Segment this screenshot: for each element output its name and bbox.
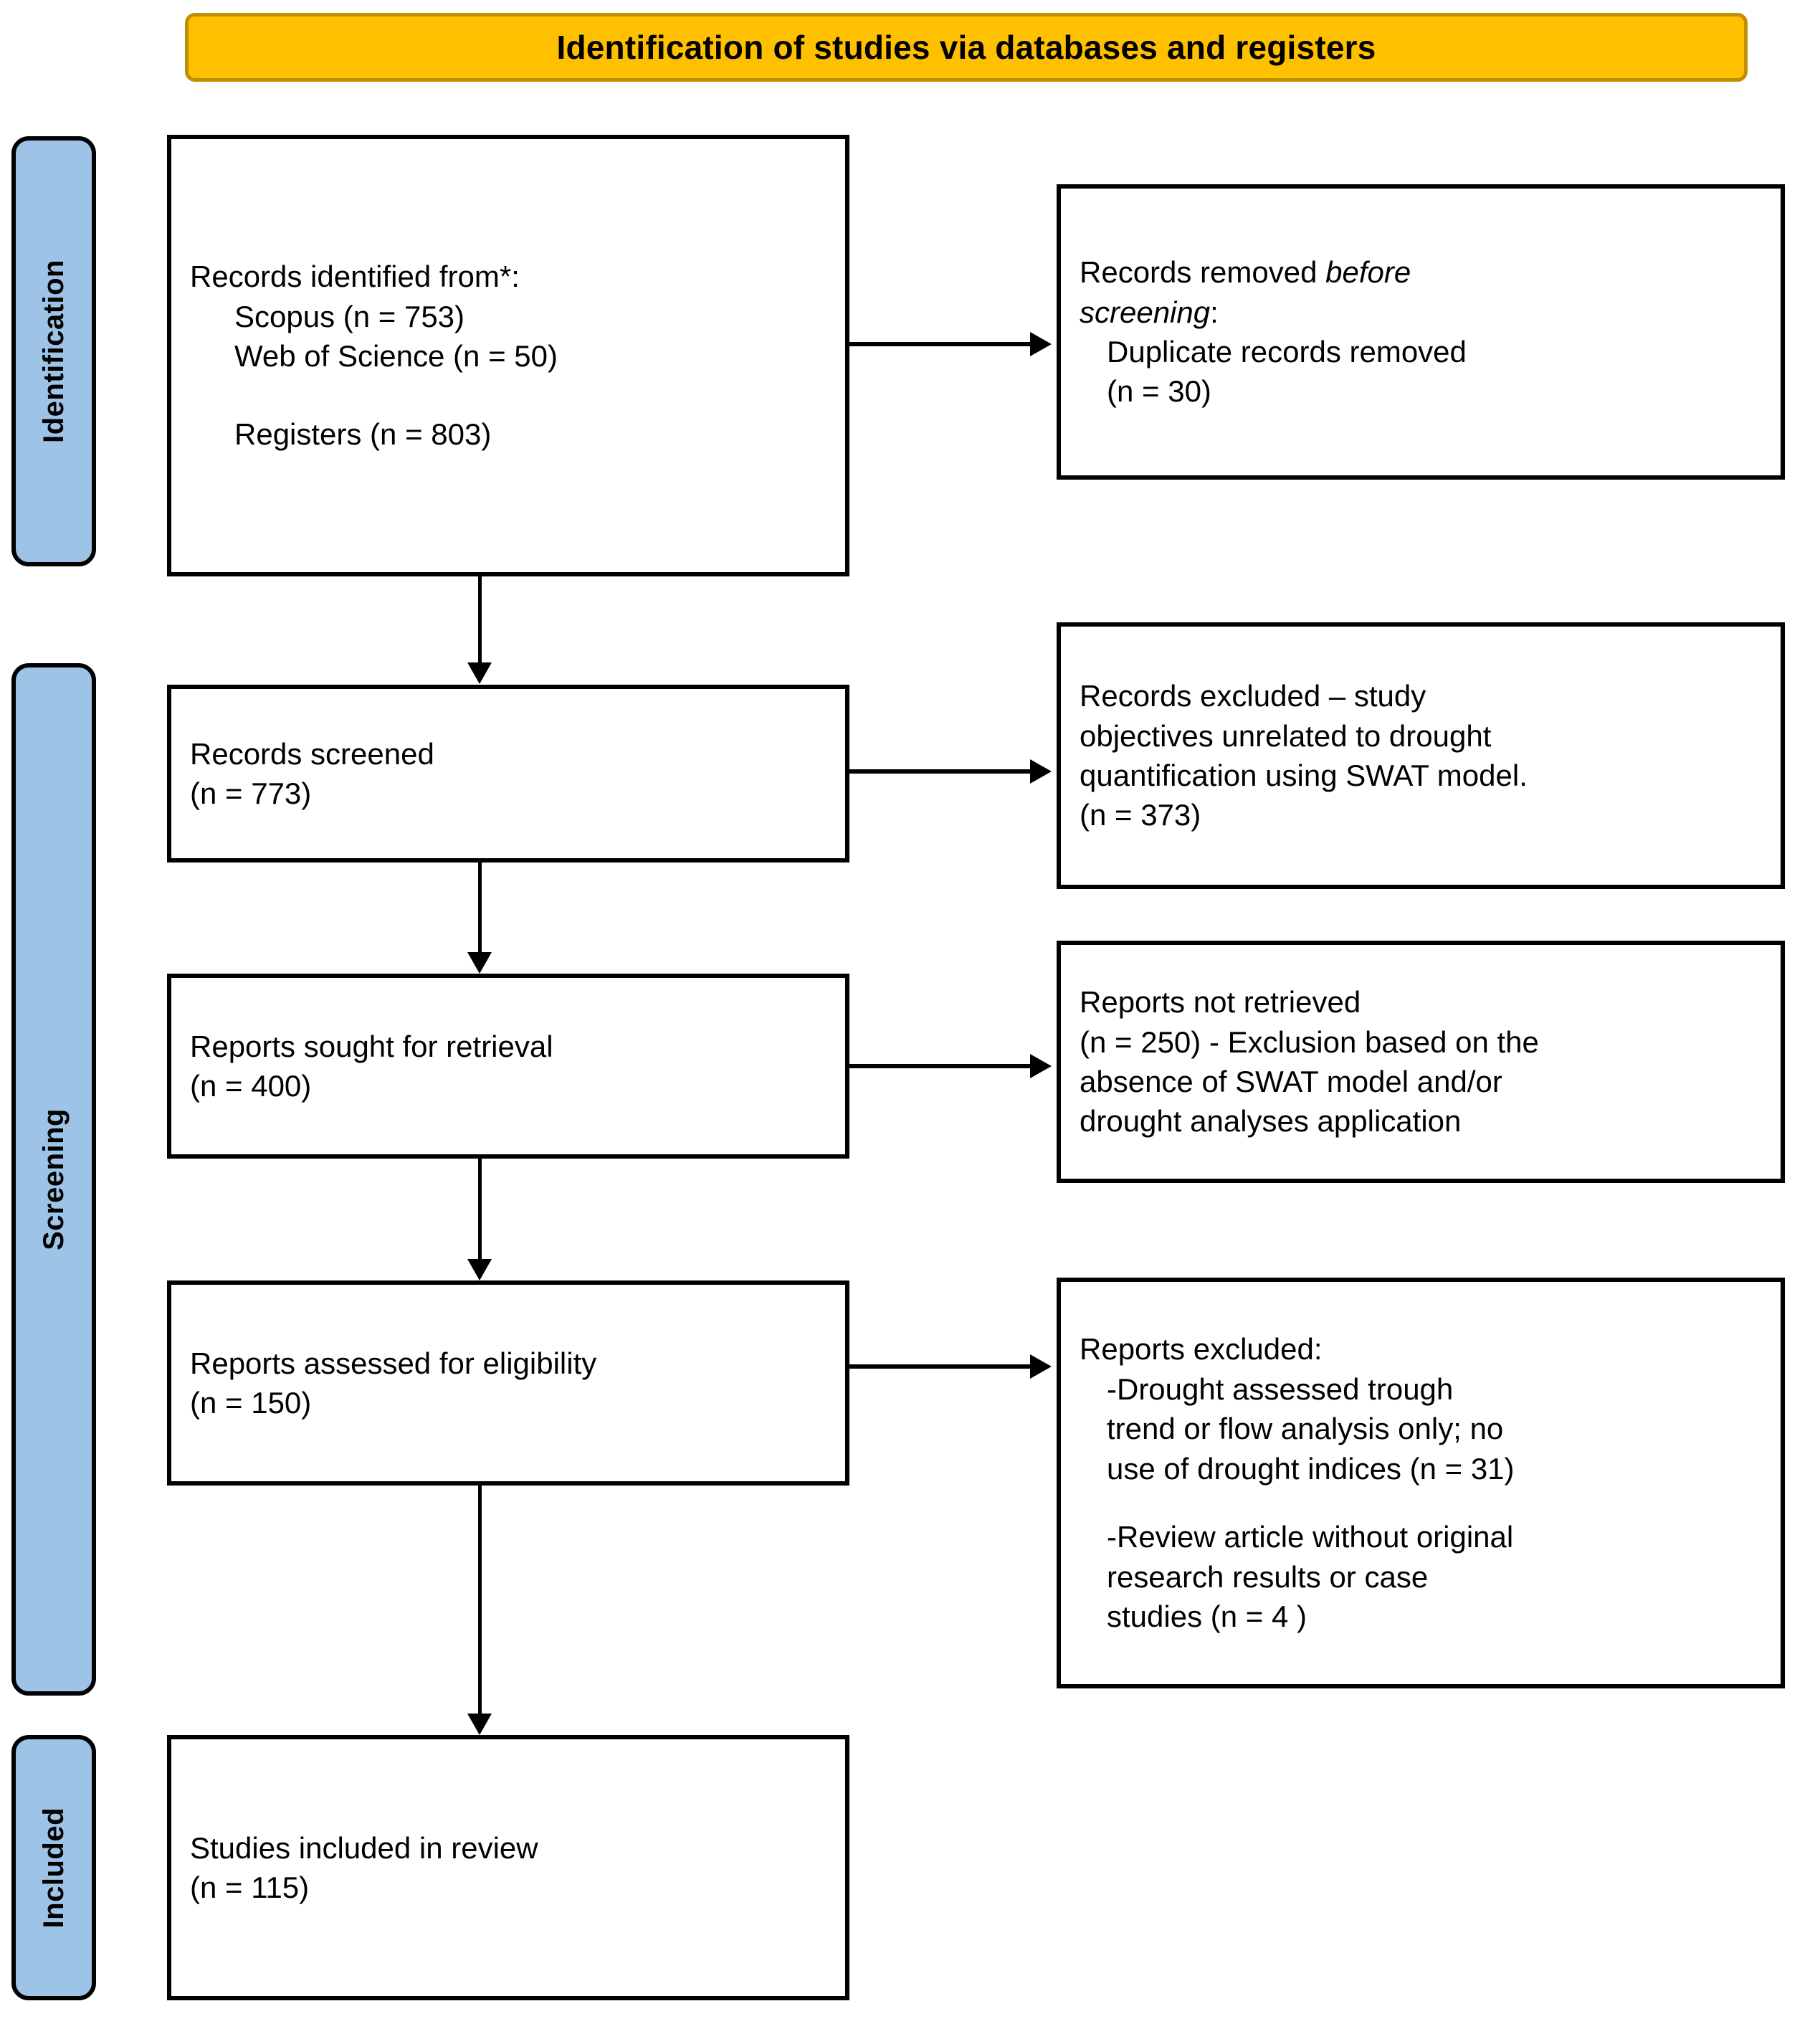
reports-sought-line-2: (n = 400) — [190, 1069, 312, 1103]
stage-label-screening: Screening — [37, 1108, 70, 1250]
studies-included-line-2: (n = 115) — [190, 1871, 310, 1904]
stage-label-identification: Identification — [37, 260, 70, 443]
records-removed-line-2: screening: — [1080, 293, 1762, 332]
reports-excluded-line-4: use of drought indices (n = 31) — [1107, 1451, 1515, 1486]
records-removed-line-3: Duplicate records removed — [1107, 335, 1467, 369]
records-identified-line-1: Records identified from*: — [190, 260, 520, 294]
reports-excluded-line-2: -Drought assessed trough — [1107, 1372, 1454, 1406]
box-reports-assessed-for-eligibility: Reports assessed for eligibility (n = 15… — [167, 1280, 849, 1486]
reports-not-retrieved-line-4: drought analyses application — [1080, 1104, 1462, 1139]
box-reports-not-retrieved: Reports not retrieved (n = 250) - Exclus… — [1057, 941, 1785, 1183]
records-identified-line-3: Web of Science (n = 50) — [234, 339, 558, 373]
connector-assessed-to-reports-excluded — [849, 1364, 1030, 1369]
records-removed-line-1-italic: before — [1325, 255, 1411, 290]
records-removed-line-4: (n = 30) — [1107, 374, 1211, 409]
connector-screened-to-excluded — [849, 769, 1030, 774]
reports-excluded-line-7: studies (n = 4 ) — [1107, 1600, 1307, 1634]
connector-sought-to-not-retrieved — [849, 1064, 1030, 1068]
box-reports-excluded: Reports excluded: -Drought assessed trou… — [1057, 1278, 1785, 1688]
records-excluded-line-2: objectives unrelated to drought — [1080, 718, 1492, 753]
arrow-assessed-to-included — [467, 1714, 492, 1735]
records-removed-line-2-suffix: : — [1210, 295, 1219, 329]
stage-bar-included: Included — [11, 1735, 96, 2000]
box-records-excluded: Records excluded – study objectives unre… — [1057, 622, 1785, 889]
connector-identified-to-screened — [478, 576, 482, 662]
records-removed-line-1: Records removed before — [1080, 252, 1762, 292]
records-identified-line-4: Registers (n = 803) — [234, 417, 492, 452]
diagram-title: Identification of studies via databases … — [556, 28, 1376, 66]
records-excluded-line-3: quantification using SWAT model. — [1080, 759, 1528, 792]
records-screened-line-1: Records screened — [190, 736, 434, 771]
stage-bar-screening: Screening — [11, 663, 96, 1696]
records-excluded-line-4: (n = 373) — [1080, 798, 1201, 832]
arrow-assessed-to-reports-excluded — [1030, 1354, 1052, 1379]
stage-label-included: Included — [37, 1807, 70, 1929]
reports-excluded-line-5: -Review article without original — [1107, 1520, 1514, 1554]
connector-identified-to-removed — [849, 342, 1030, 346]
records-removed-line-1-prefix: Records removed — [1080, 255, 1326, 290]
studies-included-line-1: Studies included in review — [190, 1830, 538, 1865]
diagram-header-banner: Identification of studies via databases … — [185, 13, 1748, 82]
arrow-screened-to-excluded — [1030, 759, 1052, 784]
records-removed-line-2-italic: screening — [1080, 295, 1211, 329]
reports-excluded-line-3: trend or flow analysis only; no — [1107, 1412, 1504, 1446]
reports-not-retrieved-line-1: Reports not retrieved — [1080, 985, 1361, 1020]
reports-assessed-line-1: Reports assessed for eligibility — [190, 1346, 597, 1380]
box-studies-included-in-review: Studies included in review (n = 115) — [167, 1735, 849, 2000]
reports-not-retrieved-line-3: absence of SWAT model and/or — [1080, 1065, 1502, 1098]
arrow-sought-to-not-retrieved — [1030, 1054, 1052, 1078]
box-records-identified: Records identified from*: Scopus (n = 75… — [167, 135, 849, 576]
records-excluded-line-1: Records excluded – study — [1080, 679, 1426, 713]
stage-bar-identification: Identification — [11, 136, 96, 566]
arrow-sought-to-assessed — [467, 1259, 492, 1280]
connector-sought-to-assessed — [478, 1159, 482, 1259]
records-screened-line-2: (n = 773) — [190, 776, 312, 810]
connector-screened-to-sought — [478, 862, 482, 952]
reports-sought-line-1: Reports sought for retrieval — [190, 1029, 553, 1063]
connector-assessed-to-included — [478, 1486, 482, 1714]
records-identified-line-2: Scopus (n = 753) — [234, 299, 465, 333]
box-records-screened: Records screened (n = 773) — [167, 685, 849, 862]
reports-excluded-line-1: Reports excluded: — [1080, 1332, 1323, 1367]
box-reports-sought-for-retrieval: Reports sought for retrieval (n = 400) — [167, 974, 849, 1159]
arrow-screened-to-sought — [467, 952, 492, 974]
reports-excluded-line-6: research results or case — [1107, 1559, 1429, 1594]
arrow-identified-to-screened — [467, 662, 492, 684]
box-records-removed-before-screening: Records removed before screening: Duplic… — [1057, 184, 1785, 480]
reports-assessed-line-2: (n = 150) — [190, 1386, 312, 1420]
arrow-identified-to-removed — [1030, 332, 1052, 356]
reports-not-retrieved-line-2: (n = 250) - Exclusion based on the — [1080, 1025, 1539, 1059]
